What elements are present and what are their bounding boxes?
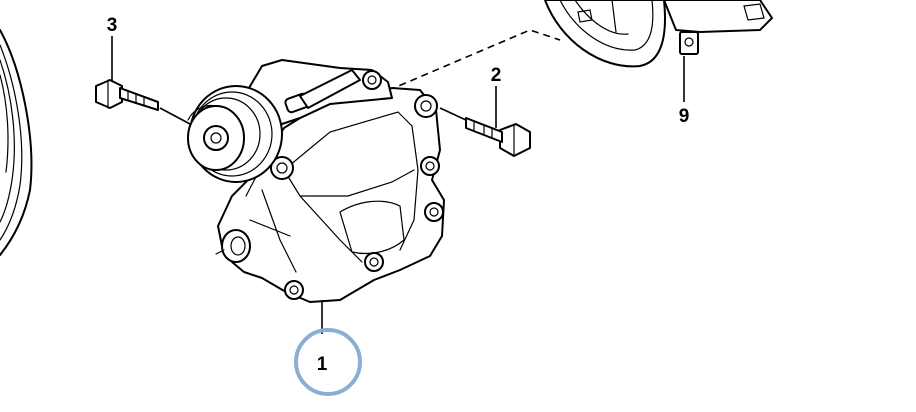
- bolt-right: [439, 107, 531, 157]
- callout-label-1: 1: [317, 354, 328, 375]
- highlight-ring: [294, 328, 362, 396]
- water-pump-pulley: [544, 0, 773, 68]
- belt-edge: [0, 29, 33, 256]
- mounting-bracket: [215, 59, 445, 303]
- callout-label-3: 3: [107, 15, 118, 36]
- idler-pulley: [187, 85, 283, 183]
- callout-label-9: 9: [679, 106, 690, 127]
- callout-label-2: 2: [491, 65, 502, 86]
- bolt-left: [95, 79, 191, 125]
